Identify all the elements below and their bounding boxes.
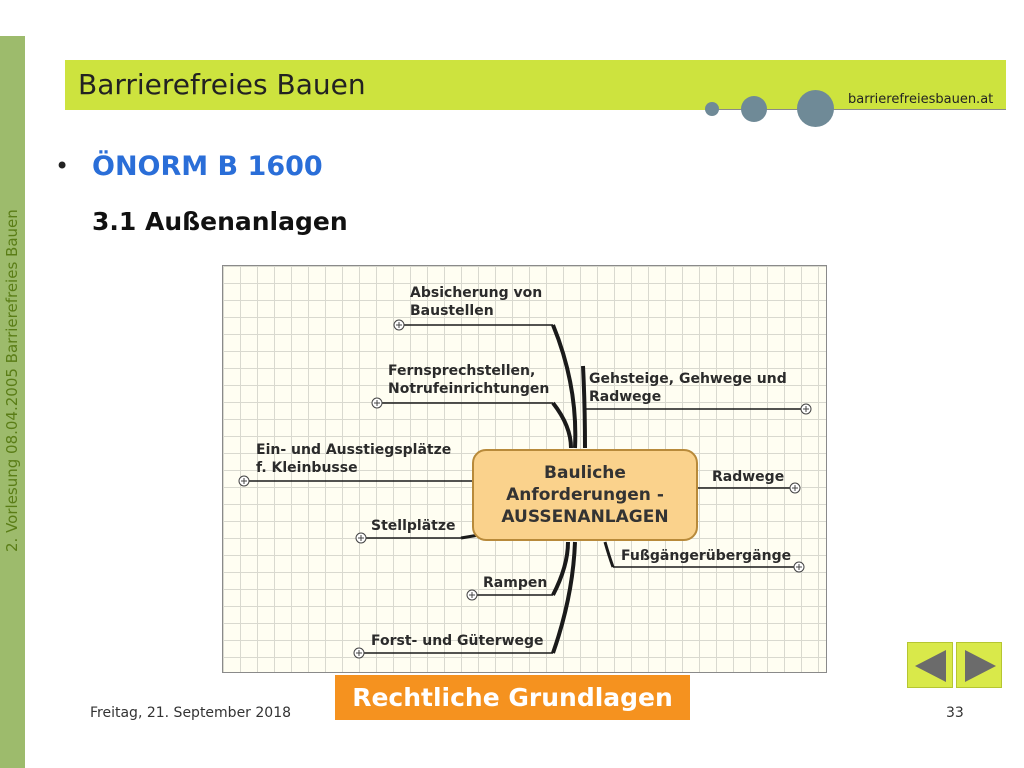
arrow-left-icon (915, 650, 946, 682)
plus-icon (241, 478, 247, 484)
section-label: Rechtliche Grundlagen (335, 675, 690, 720)
decor-dot-large (797, 90, 834, 127)
branch-label: Ein- und Ausstiegsplätze f. Kleinbusse (256, 442, 452, 476)
branch-label: Stellplätze (371, 518, 456, 534)
side-caption: 2. Vorlesung 08.04.2005 Barrierefreies B… (3, 209, 21, 552)
mindmap-diagram: Absicherung von Baustellen Fernsprechste… (222, 265, 827, 673)
branch-label: Fernsprechstellen, Notrufeinrichtungen (388, 363, 550, 397)
branch-connector (603, 541, 615, 568)
branch-label: Rampen (483, 575, 548, 591)
plus-icon (374, 400, 380, 406)
plus-icon (396, 322, 402, 328)
plus-icon (792, 485, 798, 491)
page-number: 33 (946, 705, 964, 721)
bullet-marker: • (55, 152, 70, 180)
heading: ÖNORM B 1600 (92, 151, 323, 182)
next-slide-button[interactable] (956, 642, 1002, 688)
footer-date: Freitag, 21. September 2018 (90, 705, 292, 721)
branch-label: Absicherung von Baustellen (410, 285, 543, 319)
mindmap-center-node: Bauliche Anforderungen - AUSSENANLAGEN (472, 449, 698, 541)
branch-connector (581, 365, 587, 449)
site-url: barrierefreiesbauen.at (848, 92, 994, 107)
plus-icon (796, 564, 802, 570)
side-accent-bar (0, 36, 25, 768)
title-bar (65, 60, 1006, 110)
branch-label: Radwege (712, 469, 785, 485)
branch-connector (551, 541, 577, 654)
branch-label: Forst- und Güterwege (371, 633, 544, 649)
plus-icon (803, 406, 809, 412)
title-underline (705, 109, 1006, 110)
mindmap-connectors (238, 319, 812, 659)
branch-connector (551, 401, 573, 449)
plus-icon (356, 650, 362, 656)
slide-title: Barrierefreies Bauen (78, 68, 366, 101)
branch-connector (551, 324, 578, 449)
prev-slide-button[interactable] (907, 642, 953, 688)
decor-dot-small (705, 102, 719, 116)
plus-icon (358, 535, 364, 541)
branch-connector (551, 541, 570, 596)
branch-label: Gehsteige, Gehwege und Radwege (589, 371, 787, 405)
branch-label: Fußgängerübergänge (621, 548, 792, 564)
subheading: 3.1 Außenanlagen (92, 207, 348, 236)
decor-dot-medium (741, 96, 767, 122)
arrow-right-icon (965, 650, 996, 682)
plus-icon (469, 592, 475, 598)
